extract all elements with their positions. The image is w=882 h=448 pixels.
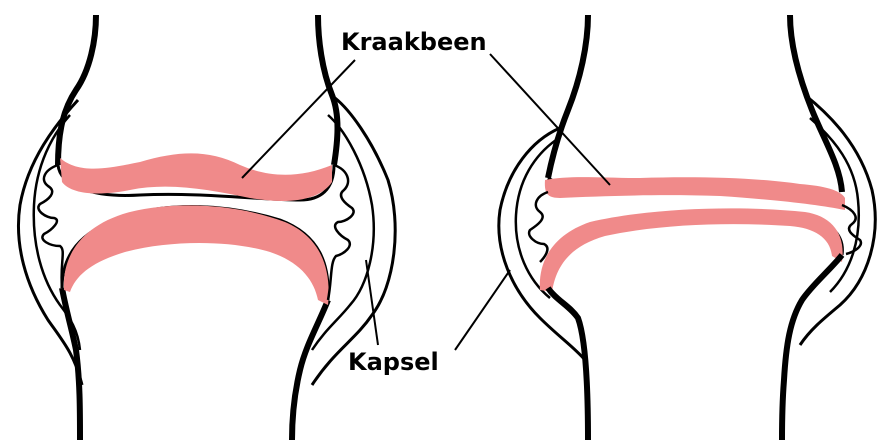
upper-cartilage-2 bbox=[545, 177, 845, 210]
lower-cartilage-2 bbox=[540, 208, 843, 292]
synovium-right bbox=[328, 165, 354, 300]
upper-bone-right-edge bbox=[318, 15, 338, 165]
capsule-outer-right bbox=[312, 98, 395, 385]
lower-bone-right-edge-2 bbox=[782, 255, 842, 440]
worn-joint bbox=[499, 15, 875, 440]
synovium-left-2 bbox=[529, 192, 548, 262]
pointer-kapsel-right bbox=[455, 270, 510, 350]
healthy-joint bbox=[18, 15, 395, 440]
lower-bone-left-edge bbox=[62, 288, 80, 440]
label-kapsel: Kapsel bbox=[348, 350, 439, 374]
label-kraakbeen: Kraakbeen bbox=[341, 30, 487, 54]
pointer-kapsel-left bbox=[366, 260, 378, 345]
upper-bone-left-edge bbox=[58, 15, 96, 165]
lower-bone-left-edge-2 bbox=[548, 288, 588, 440]
lower-cartilage bbox=[64, 205, 329, 305]
